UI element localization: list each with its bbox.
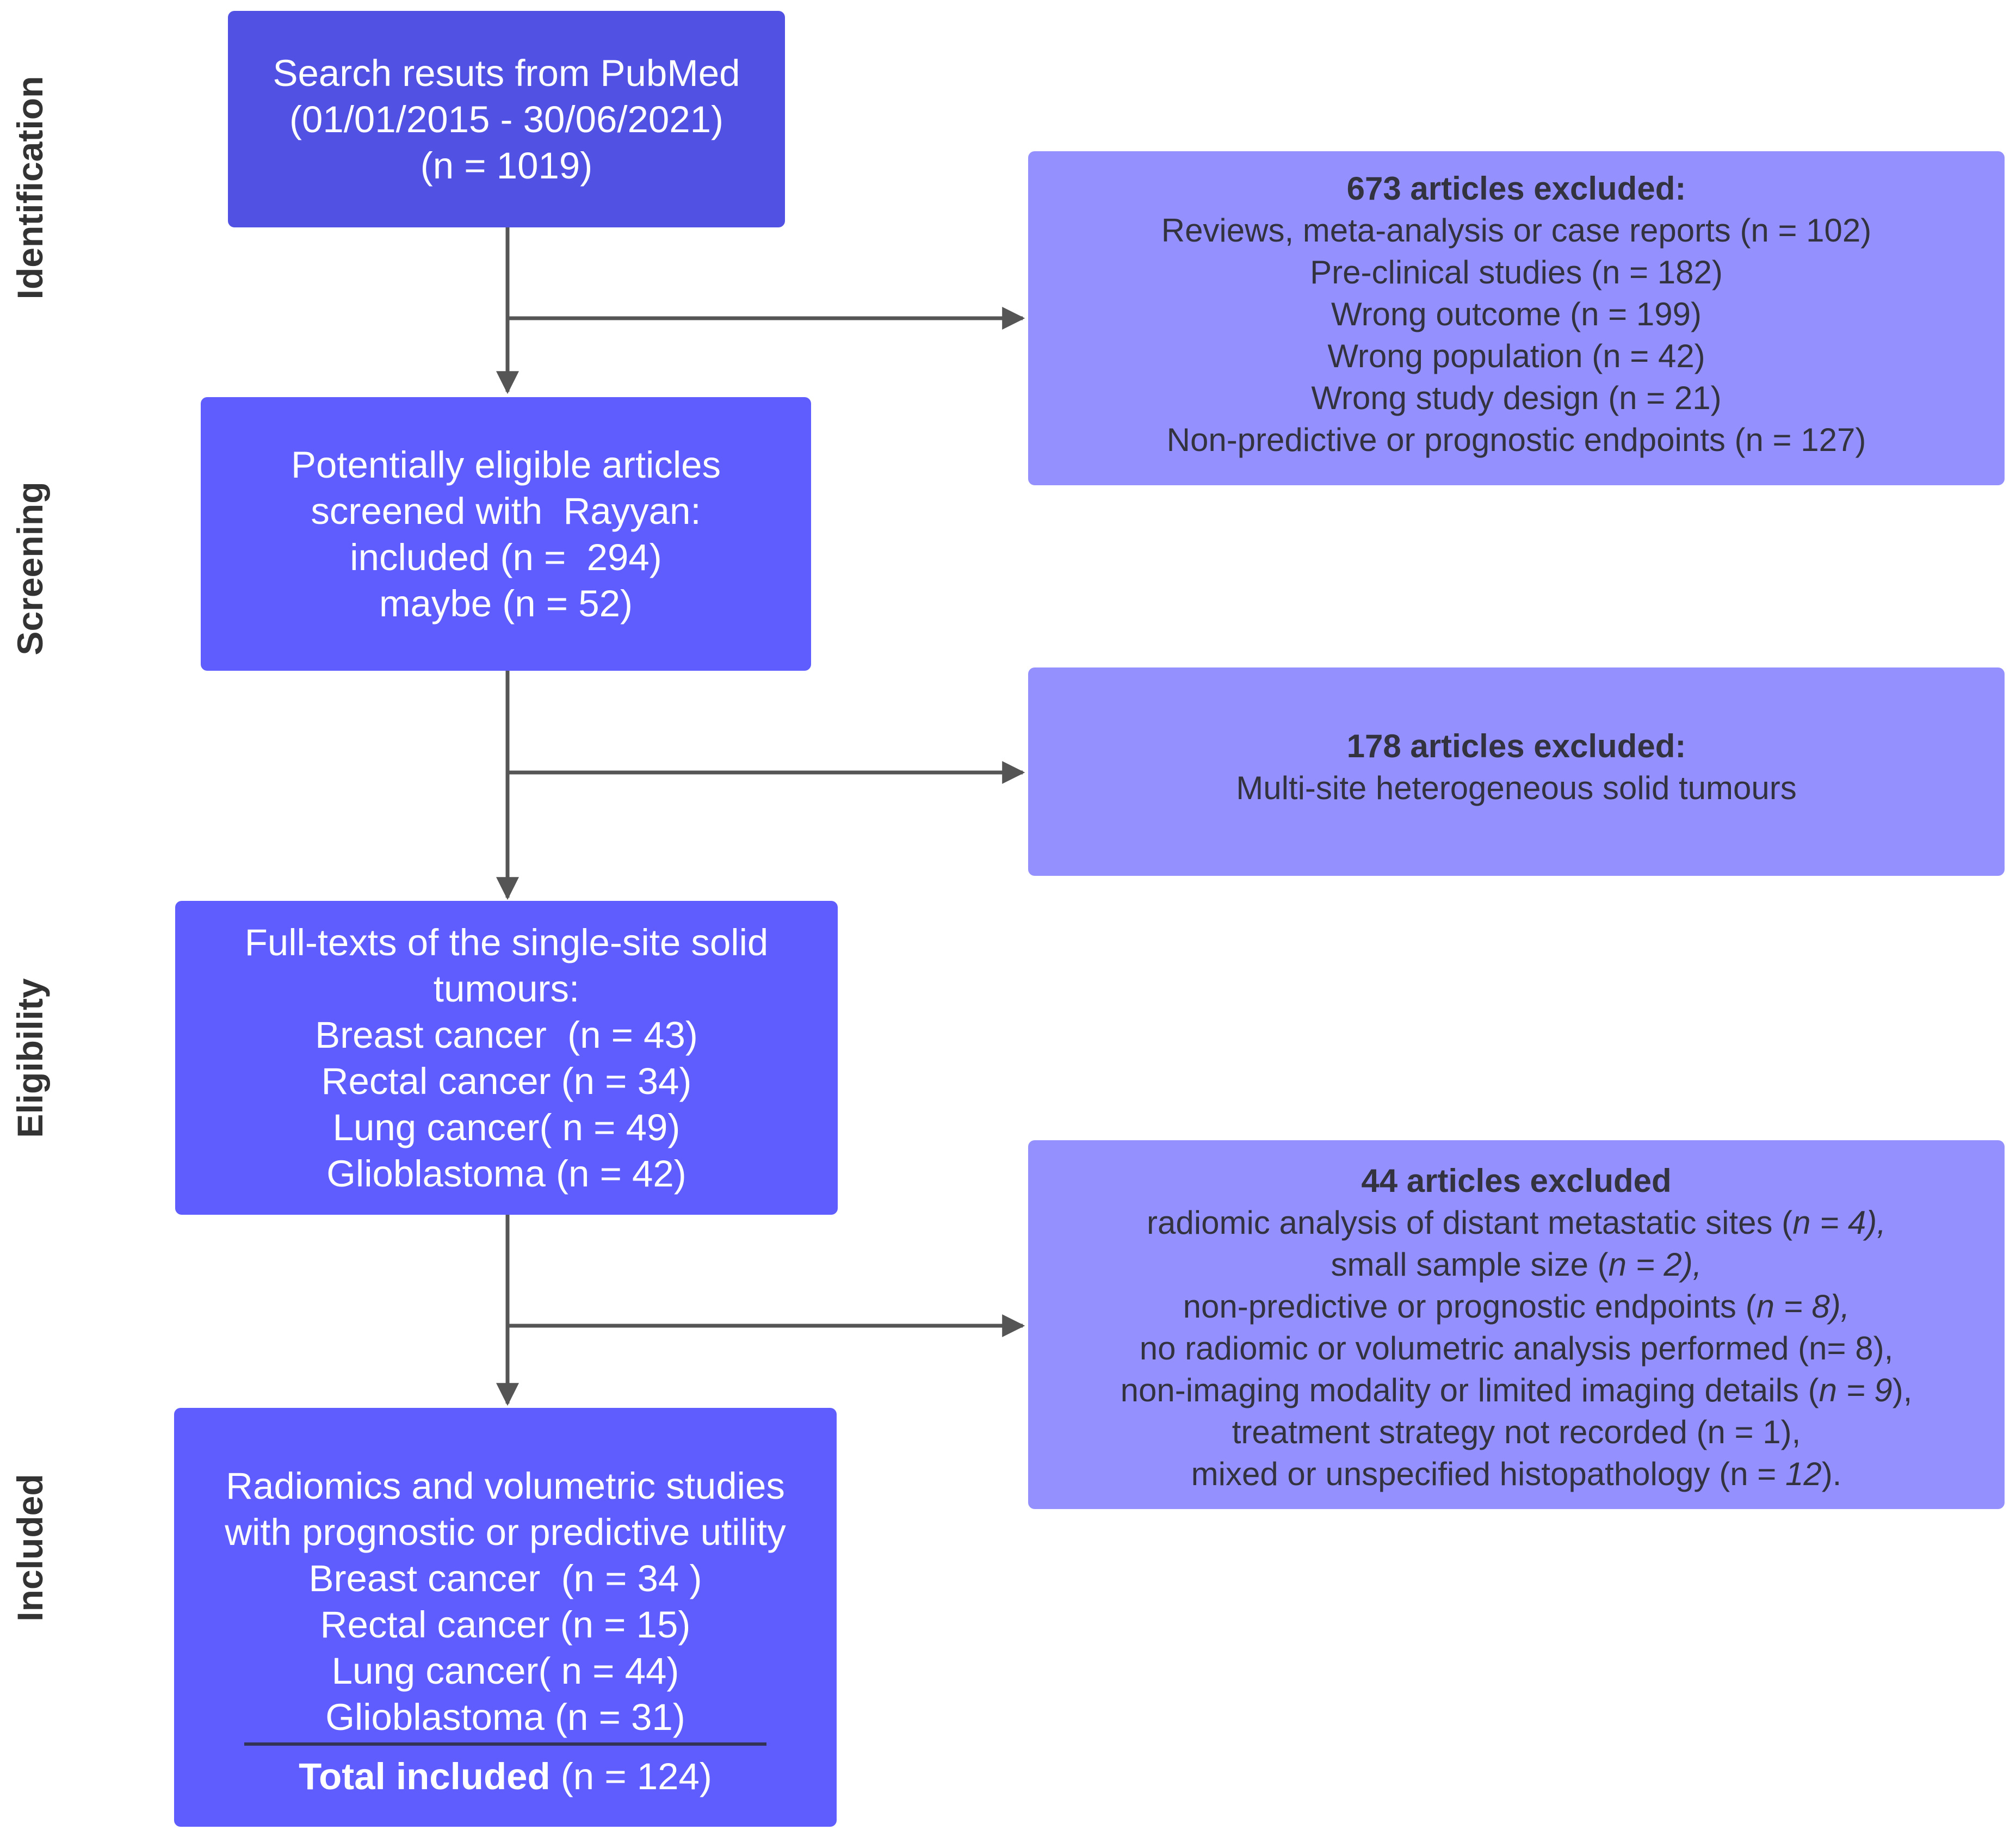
screening-line-3: included (n = 294) bbox=[350, 536, 662, 578]
eligibility-line-2: tumours: bbox=[433, 967, 580, 1010]
exclusion-1-line-5: Wrong study design (n = 21) bbox=[1311, 380, 1722, 416]
exclusion-2-heading: 178 articles excluded: bbox=[1346, 728, 1686, 764]
eligibility-box: Full-texts of the single-site solid tumo… bbox=[175, 901, 838, 1215]
eligibility-line-3: Breast cancer (n = 43) bbox=[315, 1013, 698, 1056]
exclusion-1-line-6: Non-predictive or prognostic endpoints (… bbox=[1166, 422, 1866, 458]
exclusion-box-3: 44 articles excluded radiomic analysis o… bbox=[1028, 1140, 2005, 1509]
screening-line-1: Potentially eligible articles bbox=[290, 443, 721, 486]
exclusion-1-heading: 673 articles excluded: bbox=[1346, 170, 1686, 207]
exclusion-box-1: 673 articles excluded: Reviews, meta-ana… bbox=[1028, 151, 2005, 485]
screening-line-2: screened with Rayyan: bbox=[311, 490, 701, 532]
screening-box: Potentially eligible articles screened w… bbox=[201, 397, 811, 671]
search-line-3: (n = 1019) bbox=[420, 144, 593, 187]
search-results-box: Search resuts from PubMed (01/01/2015 - … bbox=[228, 11, 785, 227]
exclusion-3-line-4: no radiomic or volumetric analysis perfo… bbox=[1139, 1330, 1894, 1367]
exclusion-3-line-3: non-predictive or prognostic endpoints (… bbox=[1183, 1288, 1850, 1325]
eligibility-line-1: Full-texts of the single-site solid bbox=[244, 921, 769, 963]
search-line-1: Search resuts from PubMed bbox=[273, 52, 740, 94]
exclusion-1-line-4: Wrong population (n = 42) bbox=[1327, 338, 1705, 374]
exclusion-3-line-5: non-imaging modality or limited imaging … bbox=[1120, 1372, 1913, 1408]
exclusion-1-line-2: Pre-clinical studies (n = 182) bbox=[1310, 254, 1723, 290]
exclusion-3-line-2: small sample size (n = 2), bbox=[1331, 1246, 1702, 1283]
included-line-1: Radiomics and volumetric studies bbox=[226, 1464, 785, 1507]
included-box: Radiomics and volumetric studies with pr… bbox=[174, 1408, 837, 1827]
exclusion-1-line-3: Wrong outcome (n = 199) bbox=[1331, 296, 1702, 332]
search-line-2: (01/01/2015 - 30/06/2021) bbox=[289, 98, 723, 140]
included-line-2: with prognostic or predictive utility bbox=[225, 1511, 786, 1553]
exclusion-3-heading: 44 articles excluded bbox=[1361, 1163, 1672, 1199]
total-included: Total included (n = 124) bbox=[299, 1753, 712, 1800]
exclusion-box-2: 178 articles excluded: Multi-site hetero… bbox=[1028, 667, 2005, 876]
total-label: Total included bbox=[299, 1755, 551, 1797]
exclusion-3-line-6: treatment strategy not recorded (n = 1), bbox=[1232, 1414, 1801, 1450]
total-divider bbox=[244, 1742, 766, 1746]
exclusion-1-line-1: Reviews, meta-analysis or case reports (… bbox=[1161, 212, 1872, 249]
exclusion-3-line-7: mixed or unspecified histopathology (n =… bbox=[1191, 1456, 1842, 1492]
eligibility-line-4: Rectal cancer (n = 34) bbox=[321, 1060, 692, 1102]
exclusion-3-line-1: radiomic analysis of distant metastatic … bbox=[1147, 1204, 1886, 1241]
eligibility-line-5: Lung cancer( n = 49) bbox=[332, 1106, 681, 1148]
exclusion-2-line-1: Multi-site heterogeneous solid tumours bbox=[1236, 770, 1797, 806]
total-value: (n = 124) bbox=[550, 1755, 712, 1797]
included-line-5: Lung cancer( n = 44) bbox=[331, 1649, 679, 1692]
included-line-6: Glioblastoma (n = 31) bbox=[325, 1696, 685, 1738]
screening-line-4: maybe (n = 52) bbox=[379, 582, 633, 625]
eligibility-line-6: Glioblastoma (n = 42) bbox=[326, 1152, 687, 1195]
included-line-3: Breast cancer (n = 34 ) bbox=[308, 1557, 702, 1599]
included-line-4: Rectal cancer (n = 15) bbox=[320, 1603, 691, 1646]
